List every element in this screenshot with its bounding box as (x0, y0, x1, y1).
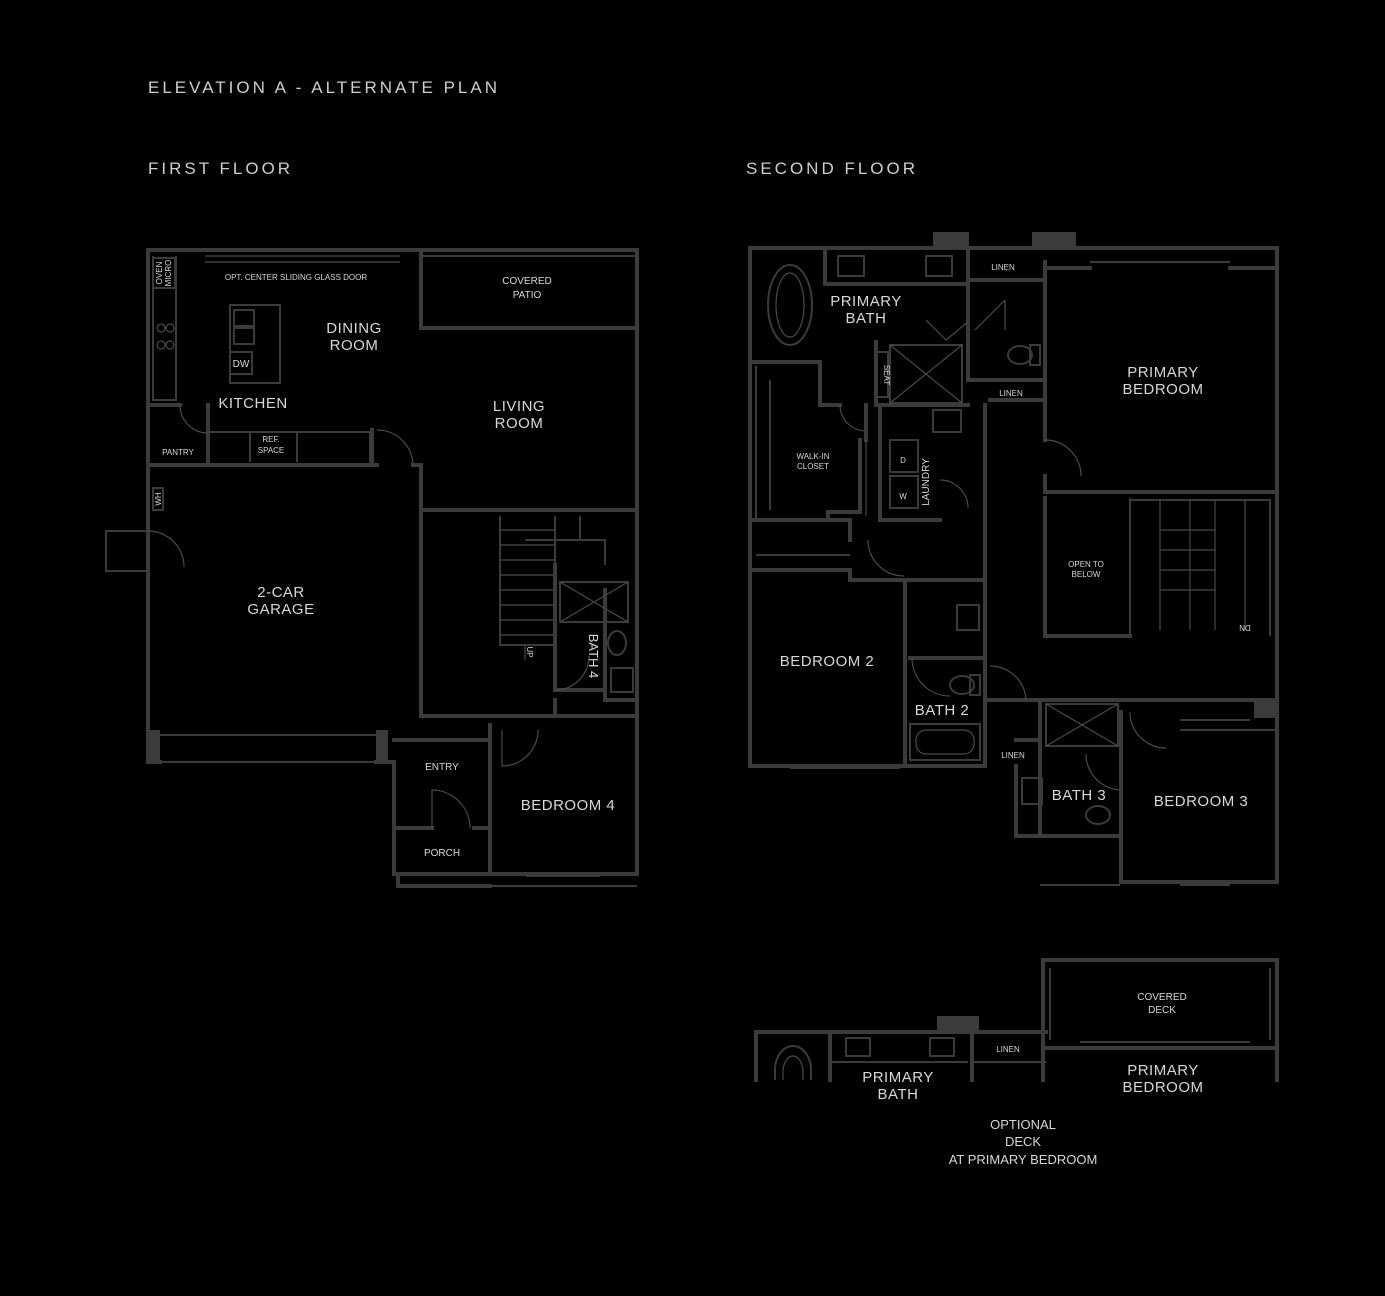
walk-in-closet-line1: WALK-IN (796, 452, 829, 461)
garage-line2: GARAGE (247, 601, 314, 618)
open-to-below-line1: OPEN TO (1068, 560, 1104, 569)
second-floor-heading: SECOND FLOOR (746, 159, 919, 178)
oven-label: OVEN (155, 261, 164, 284)
porch-label: PORCH (424, 848, 460, 859)
water-heater-label: WH (154, 492, 163, 506)
bedroom3-label: BEDROOM 3 (1154, 793, 1249, 810)
deck-primary-bath-line1: PRIMARY (862, 1069, 934, 1086)
bedroom4-label: BEDROOM 4 (521, 797, 616, 814)
kitchen-label: KITCHEN (218, 395, 287, 412)
dining-room-line2: ROOM (330, 337, 379, 354)
dishwasher-label: DW (233, 359, 250, 370)
dining-room-line1: DINING (326, 320, 382, 337)
stairs-down-label: DN (1239, 623, 1251, 632)
deck-linen-label: LINEN (996, 1045, 1020, 1054)
primary-bath-line1: PRIMARY (830, 293, 902, 310)
first-floor-plan (105, 248, 639, 888)
first-floor-heading: FIRST FLOOR (148, 159, 294, 178)
living-room-line2: ROOM (495, 415, 544, 432)
bedroom2-label: BEDROOM 2 (780, 653, 875, 670)
walk-in-closet-line2: CLOSET (797, 462, 829, 471)
stairs-up-label: UP (525, 646, 534, 657)
pantry-label: PANTRY (162, 448, 194, 457)
dryer-label: D (900, 456, 906, 465)
plan-title: ELEVATION A - ALTERNATE PLAN (148, 78, 500, 97)
covered-deck-line2: DECK (1148, 1005, 1176, 1016)
covered-patio-line2: PATIO (513, 290, 542, 301)
linen-label-mid: LINEN (999, 389, 1023, 398)
linen-label-bottom: LINEN (1001, 751, 1025, 760)
ref-space-line1: REF. (262, 435, 279, 444)
linen-label-top: LINEN (991, 263, 1015, 272)
micro-label: MICRO (164, 260, 173, 287)
optional-deck-plan (754, 958, 1279, 1082)
washer-label: W (899, 492, 907, 501)
ref-space-line2: SPACE (258, 446, 285, 455)
deck-primary-bedroom-line1: PRIMARY (1127, 1062, 1199, 1079)
optional-deck-caption-line3: AT PRIMARY BEDROOM (949, 1152, 1098, 1167)
seat-label: SEAT (882, 365, 891, 385)
primary-bedroom-line1: PRIMARY (1127, 364, 1199, 381)
bath3-label: BATH 3 (1052, 787, 1106, 804)
entry-label: ENTRY (425, 762, 459, 773)
covered-patio-line1: COVERED (502, 276, 551, 287)
bath4-label: BATH 4 (586, 634, 601, 679)
covered-deck-line1: COVERED (1137, 992, 1186, 1003)
slider-note: OPT. CENTER SLIDING GLASS DOOR (225, 273, 367, 282)
primary-bedroom-line2: BEDROOM (1122, 381, 1203, 398)
second-floor-plan (748, 232, 1279, 886)
optional-deck-caption-line2: DECK (1005, 1134, 1041, 1149)
deck-primary-bedroom-line2: BEDROOM (1122, 1079, 1203, 1096)
garage-line1: 2-CAR (257, 584, 305, 601)
open-to-below-line2: BELOW (1072, 570, 1101, 579)
optional-deck-caption-line1: OPTIONAL (990, 1117, 1056, 1132)
deck-primary-bath-line2: BATH (878, 1086, 919, 1103)
living-room-line1: LIVING (493, 398, 545, 415)
bath2-label: BATH 2 (915, 702, 969, 719)
laundry-label: LAUNDRY (921, 458, 932, 506)
primary-bath-line2: BATH (846, 310, 887, 327)
